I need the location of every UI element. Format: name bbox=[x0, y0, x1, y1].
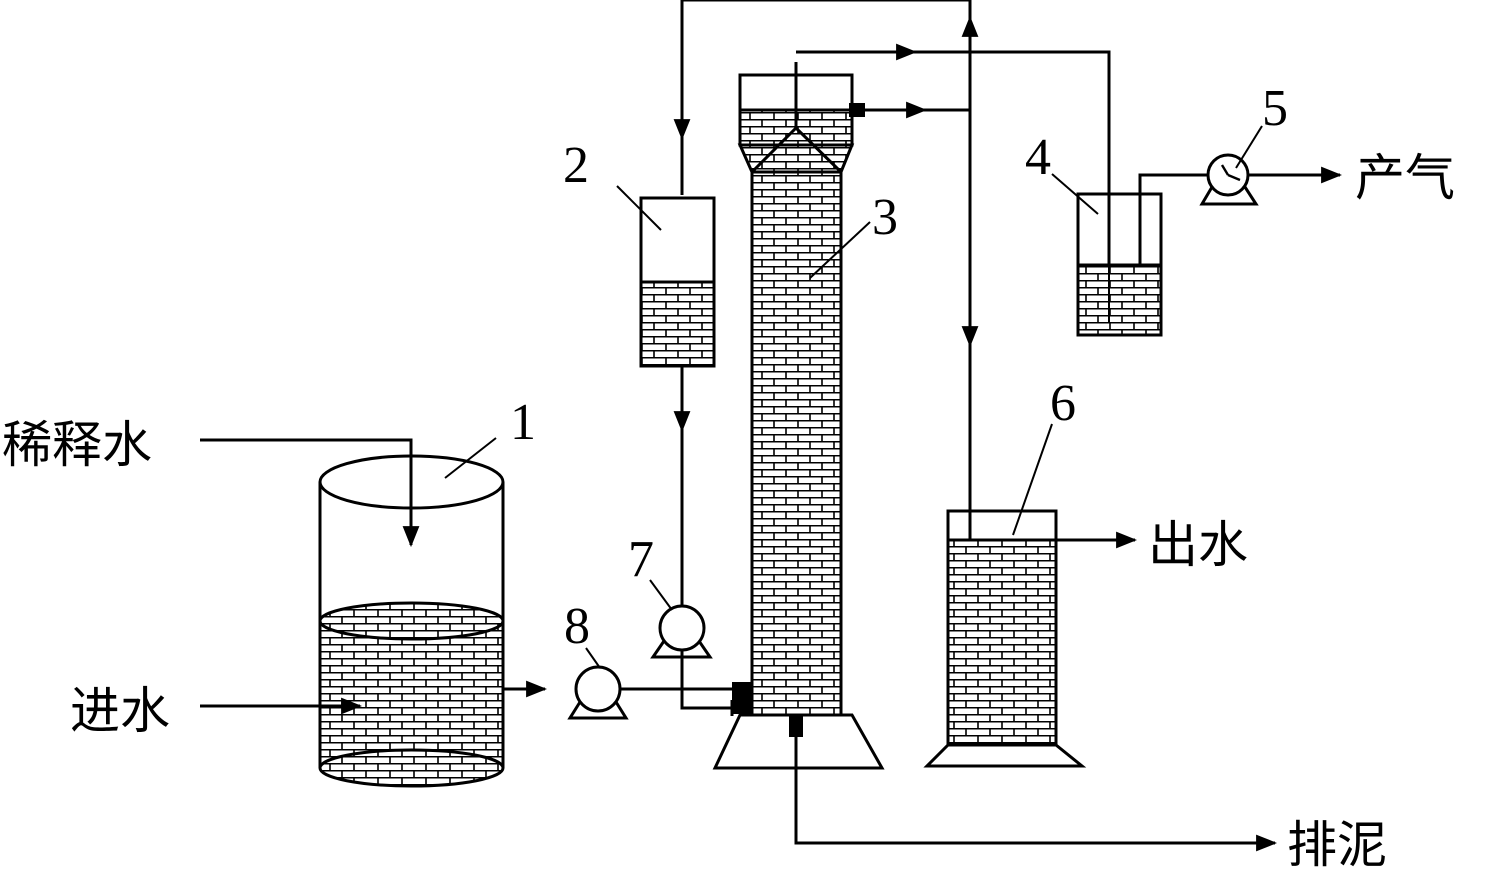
inflow-label: 进水 bbox=[70, 682, 170, 740]
buffer-tank bbox=[639, 196, 716, 368]
feed-pump-icon bbox=[567, 665, 629, 720]
pump7-to-reactor-line bbox=[680, 650, 732, 710]
gas-line bbox=[796, 50, 1111, 322]
reactor-column bbox=[712, 62, 885, 770]
label-6: 6 bbox=[1050, 375, 1076, 432]
effluent-label: 出水 bbox=[1148, 516, 1248, 574]
label-5: 5 bbox=[1262, 80, 1288, 137]
label-2: 2 bbox=[563, 137, 589, 194]
sludge-label: 排泥 bbox=[1287, 816, 1387, 871]
dilution-water-line bbox=[200, 438, 420, 548]
biogas-label: 产气 bbox=[1355, 149, 1455, 207]
gas-washing-bottle bbox=[1076, 173, 1210, 337]
label-8: 8 bbox=[564, 598, 590, 655]
gas-meter-icon bbox=[1199, 153, 1259, 206]
label-1: 1 bbox=[510, 394, 536, 451]
recirculation-pump-icon bbox=[650, 604, 713, 659]
effluent-tank bbox=[923, 509, 1087, 768]
sludge-line bbox=[794, 737, 1278, 852]
label-4: 4 bbox=[1025, 129, 1051, 186]
dilution-water-label: 稀释水 bbox=[2, 416, 152, 474]
label-3: 3 bbox=[872, 189, 898, 246]
label-7: 7 bbox=[628, 531, 654, 588]
